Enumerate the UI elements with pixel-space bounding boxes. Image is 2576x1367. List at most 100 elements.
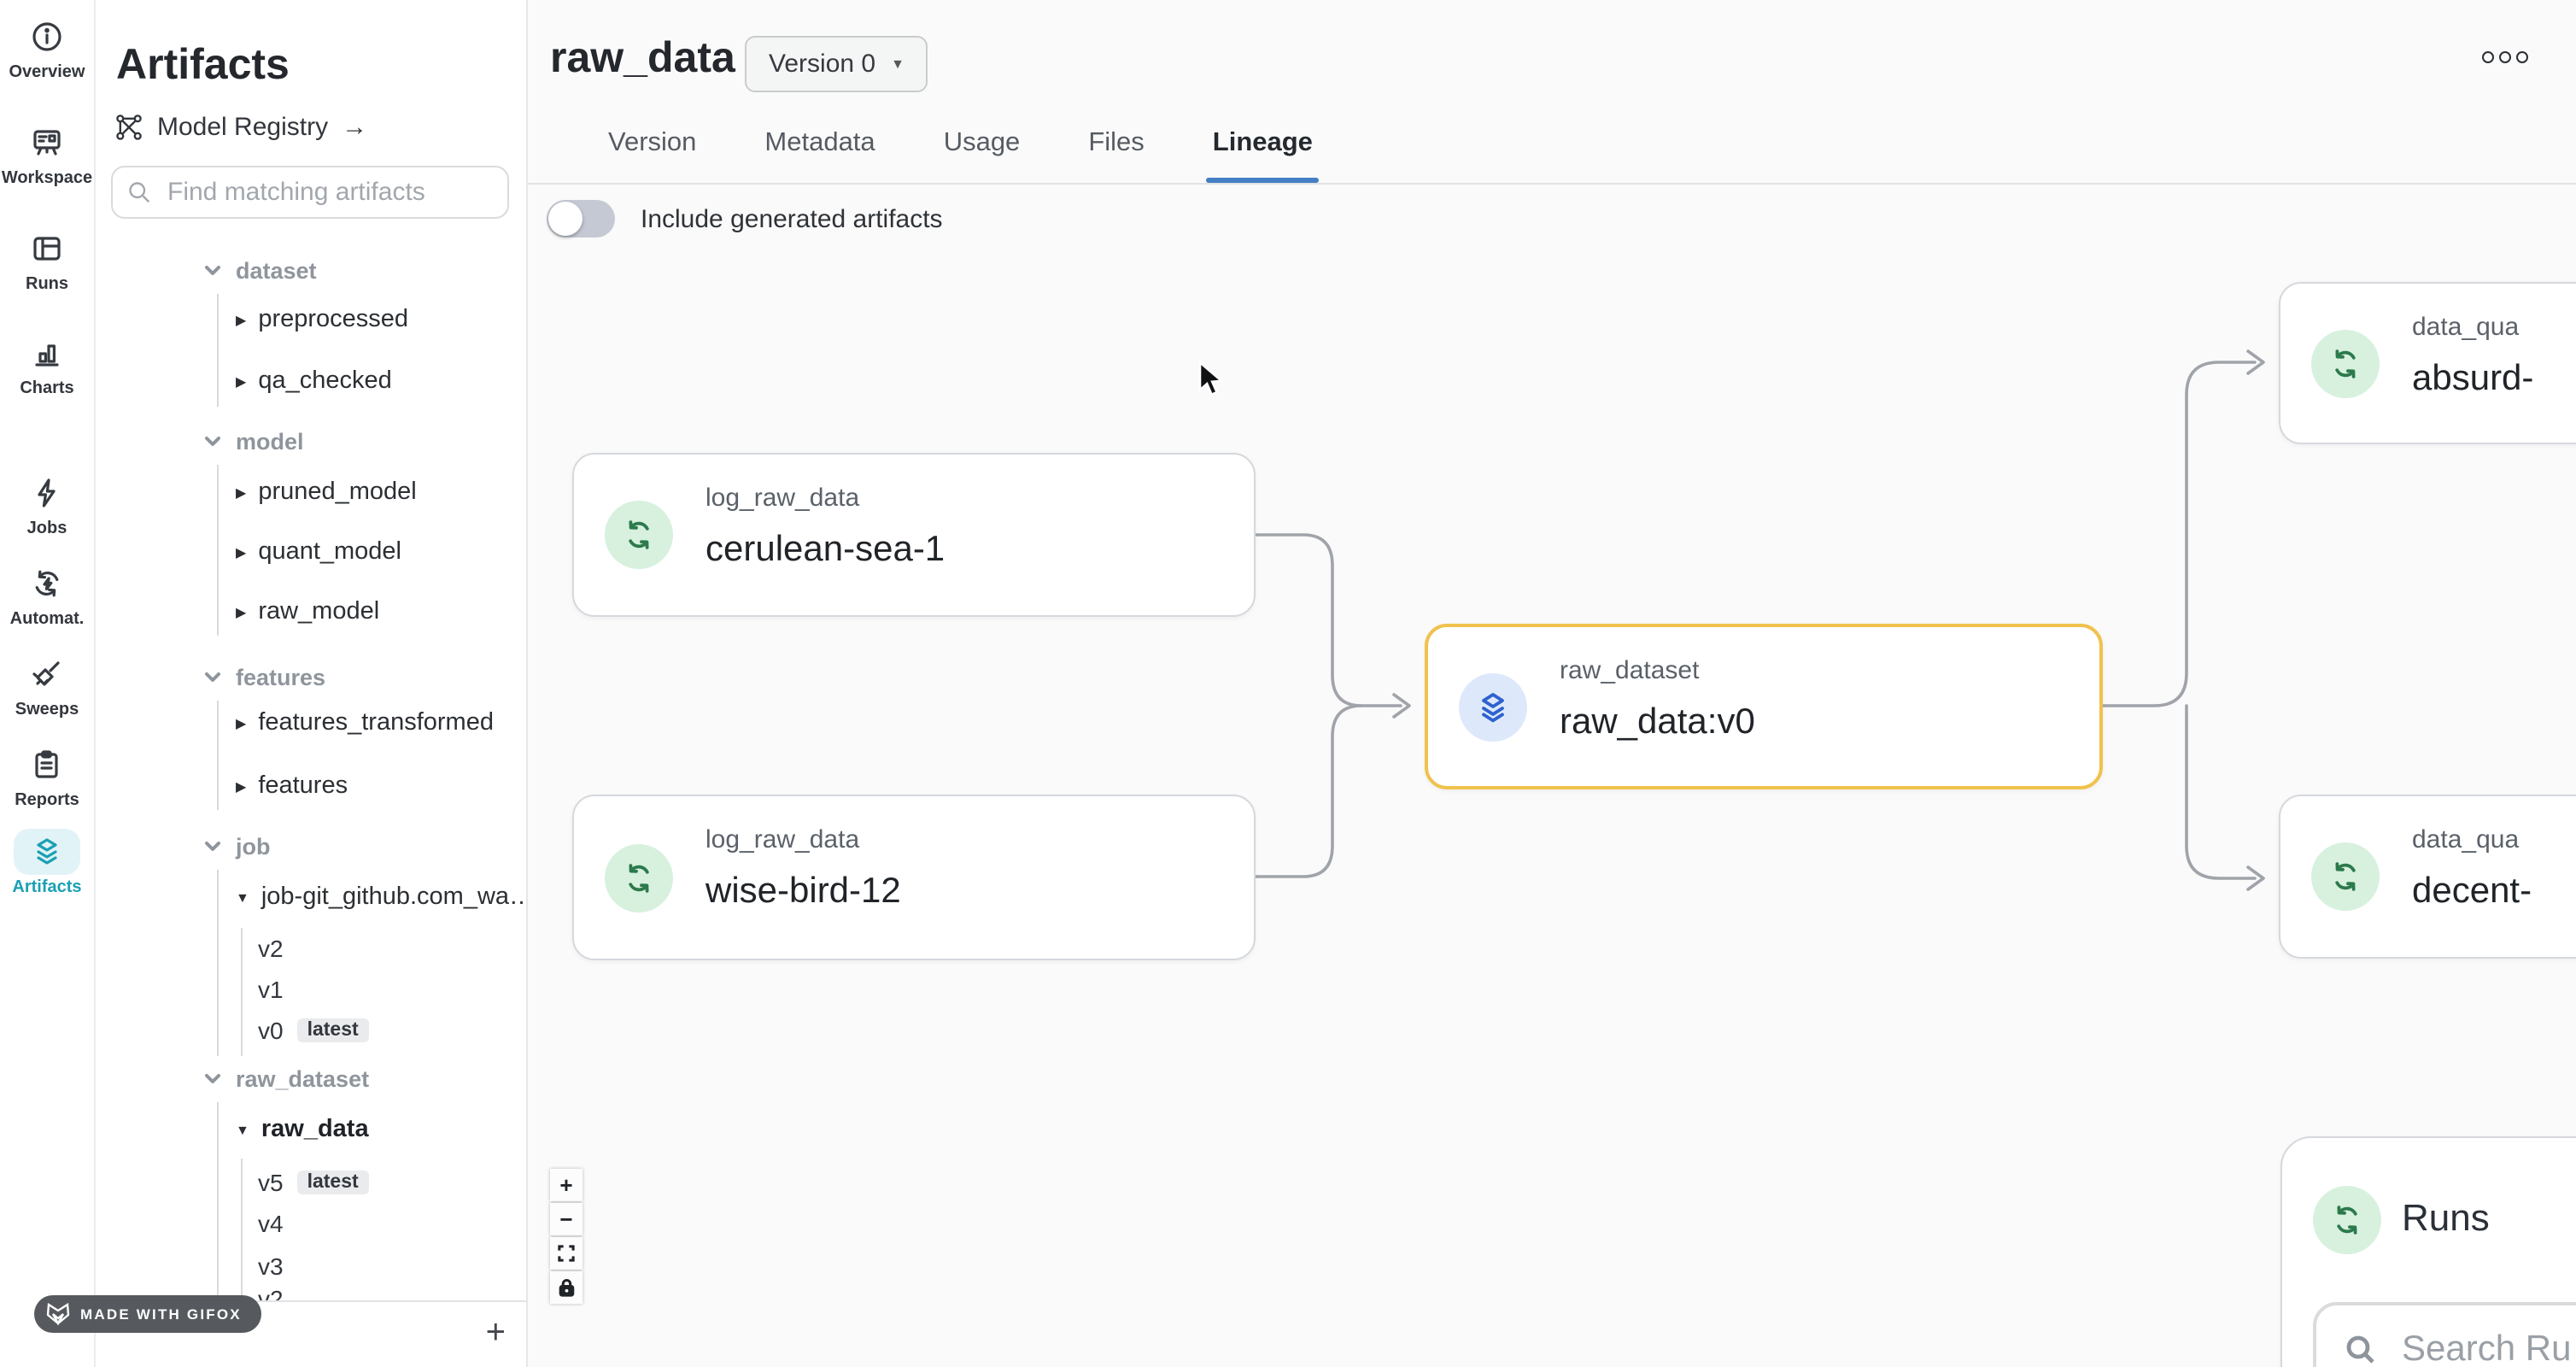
- rail-item-reports[interactable]: Reports: [0, 742, 94, 810]
- tree-category-label: dataset: [236, 257, 317, 283]
- run-icon: [2311, 329, 2380, 397]
- run-icon: [605, 843, 673, 912]
- rail-item-artifacts[interactable]: Artifacts: [0, 829, 94, 897]
- tree-item-features[interactable]: ▶features: [94, 767, 523, 805]
- tree-item-features_transformed[interactable]: ▶features_transformed: [94, 704, 523, 742]
- tree-item-label: raw_model: [258, 598, 380, 625]
- rail-item-overview[interactable]: Overview: [0, 14, 94, 82]
- version-dropdown-label: Version 0: [769, 50, 876, 79]
- tab-files[interactable]: Files: [1088, 127, 1145, 156]
- node-absurd[interactable]: data_qua absurd-: [2279, 282, 2576, 444]
- tree-guide-line: [217, 870, 219, 1056]
- artifact-search-input[interactable]: [164, 176, 494, 208]
- rail-item-label: Automat.: [9, 610, 85, 629]
- tree-item-raw_model[interactable]: ▶ raw_model: [94, 593, 523, 631]
- tab-metadata[interactable]: Metadata: [764, 127, 875, 156]
- include-generated-toggle[interactable]: [547, 200, 615, 238]
- rail-item-label: Runs: [26, 275, 68, 294]
- tree-version-v4[interactable]: v4: [94, 1205, 523, 1242]
- rail-item-label: Overview: [9, 63, 85, 82]
- lineage-canvas[interactable]: Include generated artifacts log_raw_data…: [526, 185, 2576, 1367]
- tree-version-label: v4: [258, 1210, 284, 1237]
- tree-item-job-git_githubcom_wa[interactable]: ▼job-git_github.com_wa…: [94, 878, 523, 916]
- node-label: log_raw_data: [705, 825, 860, 854]
- rail-item-label: Charts: [20, 379, 74, 398]
- tree-version-v3[interactable]: v3: [94, 1247, 523, 1285]
- rail-item-charts[interactable]: Charts: [0, 330, 94, 398]
- overflow-menu-icon[interactable]: [2482, 51, 2528, 63]
- tree-item-label: qa_checked: [258, 367, 392, 395]
- lock-icon: [559, 1278, 575, 1297]
- tree-version-v1[interactable]: v1: [94, 971, 523, 1008]
- latest-badge: latest: [296, 1170, 369, 1194]
- lock-button[interactable]: [550, 1271, 583, 1304]
- node-title: absurd-: [2412, 359, 2534, 398]
- rail-item-workspace[interactable]: Workspace: [0, 120, 94, 188]
- tree-item-pruned_model[interactable]: ▶pruned_model: [94, 473, 523, 511]
- tree-category-raw_dataset[interactable]: raw_dataset: [94, 1059, 523, 1097]
- node-title: raw_data:v0: [1560, 702, 1755, 742]
- gifox-logo-icon: [46, 1302, 70, 1326]
- sidebar-title: Artifacts: [116, 41, 290, 89]
- search-icon: [129, 182, 150, 203]
- triangle-right-icon: ▶: [236, 544, 247, 560]
- tree-version-v5[interactable]: v5 latest: [94, 1164, 523, 1201]
- chevron-down-icon: [205, 265, 220, 274]
- triangle-right-icon: ▶: [236, 312, 247, 327]
- add-artifact-button[interactable]: +: [485, 1314, 506, 1352]
- triangle-right-icon: ▶: [236, 604, 247, 619]
- tab-lineage[interactable]: Lineage: [1205, 103, 1320, 183]
- search-icon: [2346, 1335, 2374, 1364]
- fit-view-button[interactable]: [550, 1237, 583, 1270]
- tree-item-raw_data[interactable]: ▼raw_data: [94, 1111, 523, 1148]
- node-title: decent-: [2412, 871, 2532, 911]
- node-runs[interactable]: Runs: [2280, 1136, 2576, 1367]
- node-label: data_qua: [2412, 313, 2520, 342]
- rail-item-jobs[interactable]: Jobs: [0, 470, 94, 538]
- chevron-down-icon: [205, 672, 220, 681]
- tab-version[interactable]: Version: [608, 127, 697, 156]
- tree-category-label: model: [236, 428, 304, 454]
- chevron-down-icon: [205, 841, 220, 850]
- rail-item-automat[interactable]: Automat.: [0, 560, 94, 629]
- tree-item-label: pruned_model: [258, 478, 417, 506]
- artifacts-sidebar: Artifacts Model Registry → dataset ▶ prepr…: [94, 0, 528, 1367]
- fit-view-icon: [558, 1245, 575, 1262]
- version-dropdown[interactable]: Version 0 ▼: [745, 36, 928, 92]
- chevron-down-icon: ▼: [891, 56, 905, 72]
- tree-version-label: v5: [258, 1169, 284, 1196]
- model-registry-link[interactable]: Model Registry →: [114, 113, 367, 142]
- tree-item-quant_model[interactable]: ▶quant_model: [94, 533, 523, 571]
- tree-category-features[interactable]: features: [94, 658, 523, 695]
- zoom-in-icon: +: [559, 1172, 573, 1198]
- gifox-watermark: MADE WITH GIFOX: [34, 1295, 262, 1333]
- tree-category-job[interactable]: job: [94, 827, 523, 865]
- zoom-out-button[interactable]: −: [550, 1203, 583, 1235]
- tree-guide-line: [241, 928, 243, 1056]
- tree-version-v2[interactable]: v2: [94, 930, 523, 967]
- zoom-out-icon: −: [559, 1206, 573, 1232]
- zoom-in-button[interactable]: +: [550, 1169, 583, 1201]
- rail-item-sweeps[interactable]: Sweeps: [0, 651, 94, 719]
- tree-category-dataset[interactable]: dataset: [94, 251, 523, 289]
- tree-category-model[interactable]: model: [94, 422, 523, 460]
- artifact-layers-icon: [1459, 672, 1527, 741]
- rail-item-runs[interactable]: Runs: [0, 226, 94, 294]
- tree-item-qa_checked[interactable]: ▶qa_checked: [94, 362, 523, 400]
- canvas-zoom-controls: +−: [550, 1169, 583, 1304]
- tree-item-label: preprocessed: [258, 306, 409, 333]
- runs-node-title: Runs: [2402, 1196, 2490, 1239]
- node-label: log_raw_data: [705, 484, 860, 513]
- tree-guide-line: [217, 465, 219, 636]
- runs-search-input[interactable]: [2398, 1328, 2576, 1367]
- tree-guide-line: [217, 1102, 219, 1302]
- arrow-right-icon: →: [342, 113, 368, 142]
- tab-usage[interactable]: Usage: [943, 127, 1021, 156]
- tree-item-preprocessed[interactable]: ▶ preprocessed: [94, 301, 523, 338]
